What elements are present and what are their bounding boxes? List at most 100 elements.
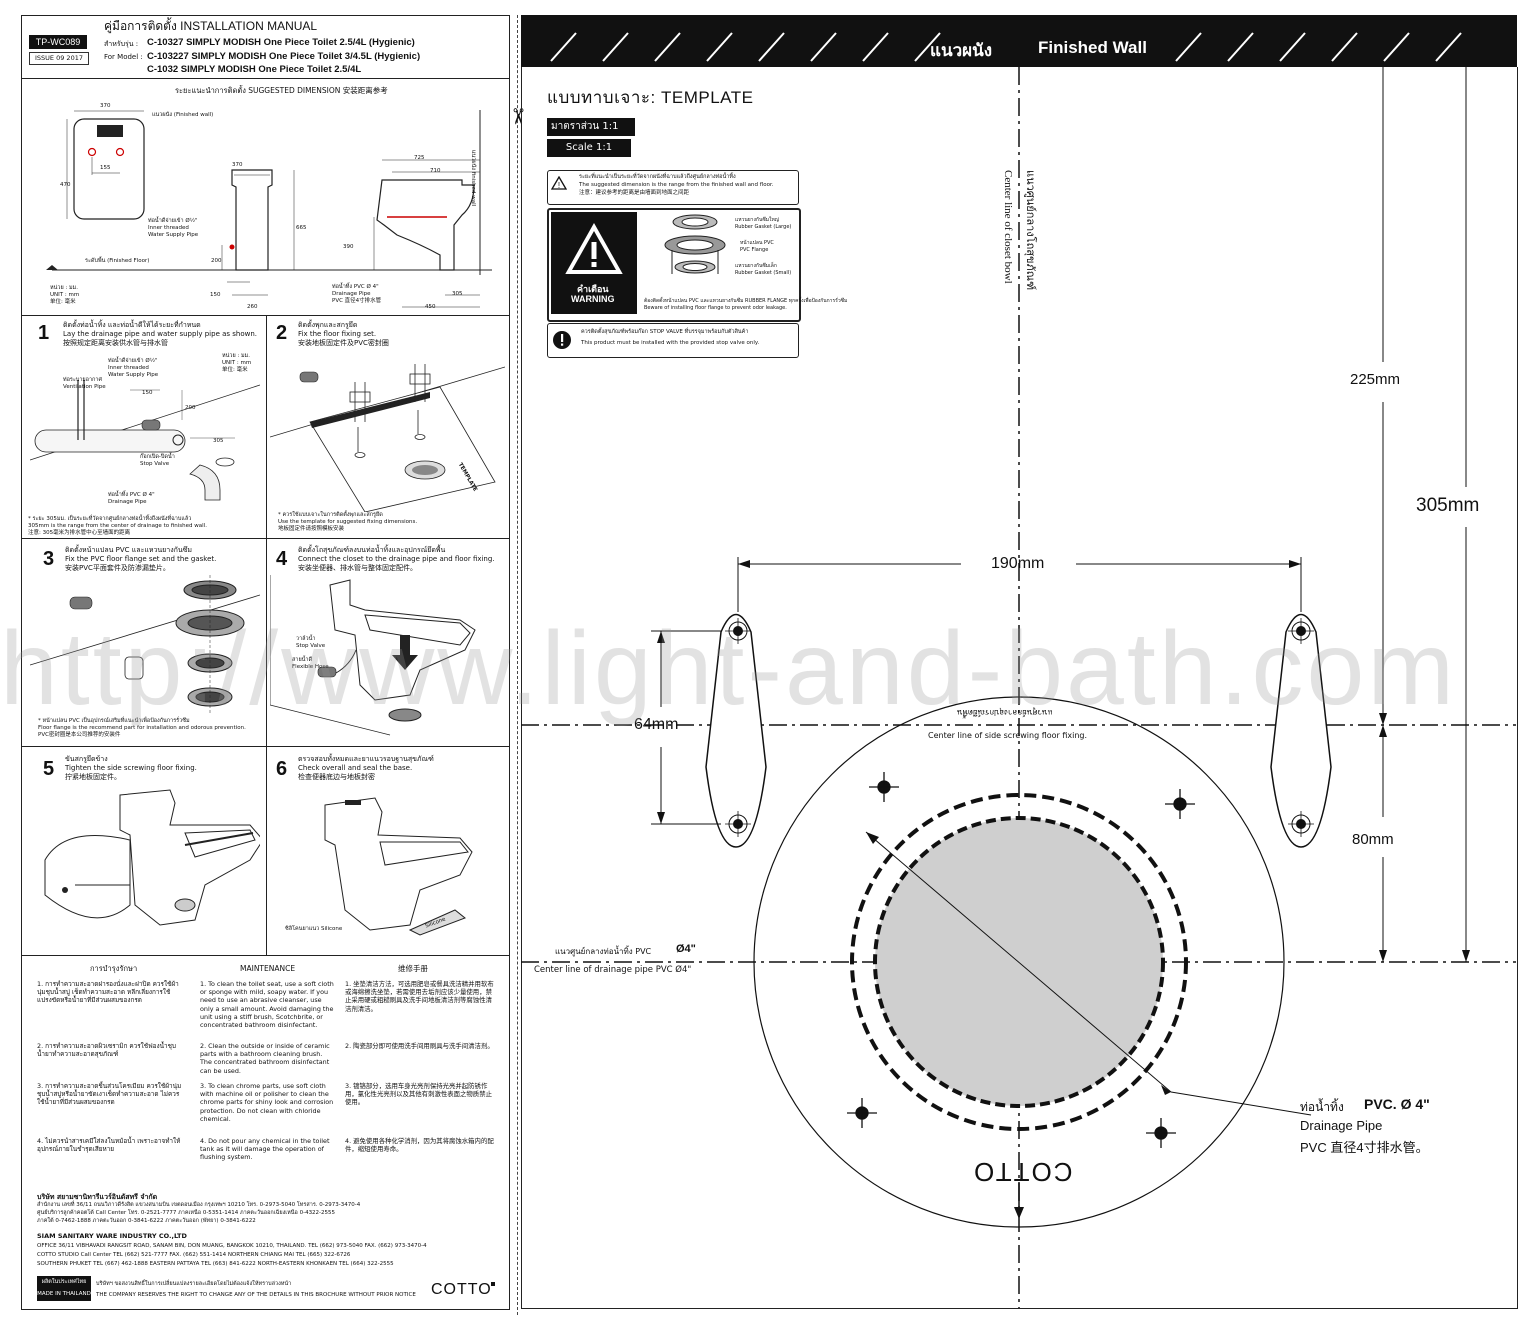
step-6-illustration bbox=[324, 797, 473, 936]
step-text-th: ติดตั้งท่อน้ำทิ้ง และท่อน้ำดีให้ได้ระยะท… bbox=[63, 321, 201, 329]
company-name-en: SIAM SANITARY WARE INDUSTRY CO.,LTD bbox=[37, 1232, 187, 1240]
maintenance-cn-item: 3. 镀铬部分，选用车身光亮剂保持光亮并起防锈作用，氯化性光亮剂以及其他有刺激性… bbox=[345, 1082, 492, 1107]
issue-badge: ISSUE 09 2017 bbox=[29, 52, 89, 65]
code-badge: TP-WC089 bbox=[29, 35, 87, 49]
dim-665: 665 bbox=[296, 225, 307, 231]
step-text-en: Lay the drainage pipe and water supply p… bbox=[63, 330, 258, 338]
maintenance-en-item: 2. Clean the outside or inside of cerami… bbox=[200, 1042, 330, 1075]
dim-150: 150 bbox=[142, 390, 153, 396]
models-label-th: สำหรับรุ่น : bbox=[104, 40, 139, 48]
maintenance-en-item: 4. Do not pour any chemical in the toile… bbox=[200, 1137, 330, 1162]
dim-725: 725 bbox=[414, 155, 425, 161]
drainage-label: ท่อน้ำทิ้ง PVC Ø 4" Drainage Pipe PVC 直径… bbox=[332, 284, 382, 304]
dim-80: 80mm bbox=[1352, 831, 1394, 848]
water-supply-label: ท่อน้ำดีจ่ายเข้า Ø½" Inner threaded Wate… bbox=[148, 218, 199, 238]
unit-label: หน่วย : มม. UNIT : mm 单位: 毫米 bbox=[50, 285, 80, 305]
maintenance-th-item: 4. ไม่ควรนำสารเคมีใส่ลงในหม้อน้ำ เพราะอา… bbox=[37, 1137, 181, 1154]
step-text-cn: 安装PVC平面套件及防渗漏垫片。 bbox=[65, 564, 170, 572]
dim-470: 470 bbox=[60, 182, 71, 188]
step-2-illustration bbox=[270, 364, 505, 512]
scale-en-badge: Scale 1:1 bbox=[547, 139, 631, 157]
label-valve: วาล์วน้ำ Stop Valve bbox=[296, 636, 326, 649]
step-text-th: ขันสกรูยึดข้าง bbox=[65, 755, 108, 763]
drain-center-en: Center line of drainage pipe PVC Ø4" bbox=[534, 965, 692, 975]
step-number: 1 bbox=[38, 322, 50, 344]
silicone-label: ซิลิโคนยาแนว Silicone bbox=[285, 926, 343, 932]
notice-en: The suggested dimension is the range fro… bbox=[579, 182, 774, 188]
step-text-cn: 拧紧地板固定件。 bbox=[65, 773, 121, 781]
warning-title-th: คำเตือน bbox=[577, 285, 609, 295]
dim-200: 200 bbox=[185, 405, 196, 411]
gasket-small-label: แหวนยางกันซึมเล็ก Rubber Gasket (Small) bbox=[735, 263, 792, 276]
step-note: * หน้าแปลน PVC เป็นอุปกรณ์เสริมที่แนะนำเ… bbox=[38, 718, 246, 738]
divider bbox=[21, 78, 509, 79]
step-text-cn: 安装地板固定件及PVC密封圈 bbox=[298, 339, 389, 347]
template-frame bbox=[521, 67, 1518, 1309]
step-text-cn: 检查便器底边与地板封密 bbox=[298, 773, 375, 781]
wall-label-th: แนวผนัง bbox=[930, 41, 993, 61]
step-1-illustration bbox=[30, 380, 260, 501]
maintenance-en-item: 1. To clean the toilet seat, use a soft … bbox=[200, 980, 334, 1030]
maintenance-cn-item: 1. 坐垫清洁方法，可选用肥皂或餐具洗洁精并用软布或海绵擦洗坐垫，若需使用去垢剂… bbox=[345, 980, 494, 1013]
company-line-en: OFFICE 36/11 VIBHAVADI RANGSIT ROAD, SAN… bbox=[37, 1243, 427, 1249]
maintenance-cn-item: 2. 陶瓷部分即可使用洗手间用刷具与洗手间清洁剂。 bbox=[345, 1042, 494, 1050]
maintenance-title-cn: 维修手册 bbox=[398, 964, 428, 973]
template-drawing bbox=[521, 67, 1516, 1308]
divider bbox=[21, 746, 509, 747]
maintenance-en-item: 3. To clean chrome parts, use soft cloth… bbox=[200, 1082, 334, 1123]
info-box bbox=[547, 323, 799, 358]
dim-305: 305 bbox=[213, 438, 224, 444]
drain-label-cn: PVC 直径4寸排水管。 bbox=[1300, 1140, 1429, 1155]
wall-band bbox=[521, 15, 1517, 67]
template-title: แบบทาบเจาะ: TEMPLATE bbox=[547, 88, 754, 107]
step-text-th: ติดตั้งโถสุขภัณฑ์ลงบนท่อน้ำทิ้งและอุปกรณ… bbox=[298, 546, 446, 554]
cotto-mirrored-logo: COTTO bbox=[972, 1157, 1073, 1187]
scale-th-badge: มาตราส่วน 1:1 bbox=[547, 118, 635, 136]
reserve-th: บริษัทฯ ขอสงวนสิทธิ์ในการเปลี่ยนแปลงรายล… bbox=[96, 1281, 292, 1287]
model-line: C-10327 SIMPLY MODISH One Piece Toilet 2… bbox=[147, 37, 415, 48]
flange-exploded-icon bbox=[664, 214, 726, 274]
dimension-title: ระยะแนะนำการติดตั้ง SUGGESTED DIMENSION … bbox=[175, 86, 388, 95]
notice-th: ระยะที่แนะนำเป็นระยะที่วัดจากผนังที่ฉาบแ… bbox=[579, 174, 736, 180]
step-text-en: Check overall and seal the base. bbox=[298, 764, 413, 772]
maintenance-cn-item: 4. 避免使用各种化学消剂，因为其将腐蚀水箱内的配件，缩短使用寿命。 bbox=[345, 1137, 494, 1154]
step-text-en: Fix the floor fixing set. bbox=[298, 330, 377, 338]
dim-155: 155 bbox=[100, 165, 111, 171]
company-line-en: COTTO STUDIO Call Center TEL (662) 521-7… bbox=[37, 1252, 351, 1258]
maintenance-th-item: 3. การทำความสะอาดชิ้นส่วนโครเมียม ควรใช้… bbox=[37, 1082, 182, 1107]
maintenance-title-th: การบำรุงรักษา bbox=[90, 964, 138, 973]
divider bbox=[266, 315, 267, 955]
wall-label-en: Finished Wall bbox=[1038, 38, 1147, 57]
divider bbox=[21, 315, 509, 316]
company-line-th: ศูนย์บริการลูกค้าคอตโต้ Call Center โทร.… bbox=[37, 1210, 336, 1216]
maintenance-th-item: 2. การทำความสะอาดผิวเซรามิก ควรใช้ฟองน้ำ… bbox=[37, 1042, 176, 1059]
warning-text-en: Beware of installing floor flange to pre… bbox=[644, 305, 787, 311]
drain-center-th: แนวศูนย์กลางท่อน้ำทิ้ง PVC bbox=[555, 947, 652, 956]
caution-icon: ! bbox=[551, 176, 567, 190]
maintenance-th-item: 1. การทำความสะอาดฝารองนั่งและฝาปิด ควรใช… bbox=[37, 980, 179, 1005]
step-text-th: ตรวจสอบทั้งหมดและยาแนวรอบฐานสุขภัณฑ์ bbox=[298, 755, 434, 763]
dim-200: 200 bbox=[211, 258, 222, 264]
label-supply: ท่อน้ำดีจ่ายเข้า Ø½" Inner threaded Wate… bbox=[108, 358, 159, 378]
divider bbox=[21, 955, 509, 956]
label-unit: หน่วย : มม. UNIT : mm 单位: 毫米 bbox=[222, 353, 252, 373]
dim-150: 150 bbox=[210, 292, 221, 298]
dim-710: 710 bbox=[430, 168, 441, 174]
center-bowl-label-th: แนวศูนย์กลางโถสุขภัณฑ์ bbox=[1024, 170, 1037, 291]
model-line: C-1032 SIMPLY MODISH One Piece Toilet 2.… bbox=[147, 64, 362, 75]
step-text-cn: 安装坐便器、排水管与整体固定配件。 bbox=[298, 564, 417, 572]
step-3-illustration bbox=[30, 575, 260, 715]
step-text-th: ติดตั้งหน้าแปลน PVC และแหวนยางกันซึม bbox=[65, 546, 193, 554]
step-number: 6 bbox=[276, 758, 288, 780]
step-text-en: Connect the closet to the drainage pipe … bbox=[298, 555, 495, 563]
models-label-en: For Model : bbox=[104, 53, 143, 61]
gasket-large-label: แหวนยางกันซึมใหญ่ Rubber Gasket (Large) bbox=[735, 217, 792, 230]
dim-64: 64mm bbox=[634, 716, 679, 733]
warning-title-en: WARNING bbox=[571, 294, 615, 304]
step-4-illustration bbox=[270, 575, 476, 736]
notice-box bbox=[547, 170, 799, 205]
made-in-badge: ผลิตในประเทศไทย MADE IN THAILAND bbox=[37, 1276, 91, 1301]
dim-370: 370 bbox=[232, 162, 243, 168]
made-in-th: ผลิตในประเทศไทย bbox=[41, 1279, 87, 1285]
dim-390: 390 bbox=[343, 244, 354, 250]
